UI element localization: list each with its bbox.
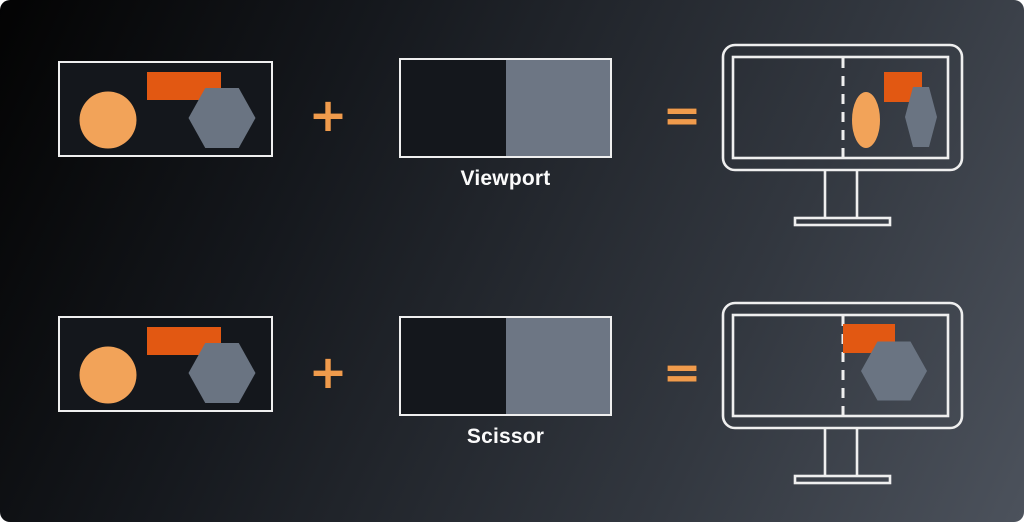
monitor-screen <box>731 313 950 418</box>
scissor-label: Scissor <box>466 425 545 448</box>
scaled-orange-circle-shape <box>852 92 880 148</box>
monitor-screen <box>731 55 950 160</box>
mask-right-half <box>505 60 610 156</box>
scene-box-scissor <box>58 316 273 412</box>
mask-left-half <box>401 318 506 414</box>
equals-operator: = <box>662 88 702 142</box>
clipped-gray-hexagon-shape <box>861 341 927 401</box>
equals-operator: = <box>662 345 702 399</box>
plus-operator: + <box>308 345 348 399</box>
scaled-gray-hexagon-shape <box>905 87 937 147</box>
scene-shapes-icon <box>79 72 256 149</box>
gray-hexagon-shape <box>188 343 256 403</box>
monitor-base <box>793 474 892 485</box>
orange-circle-shape <box>79 91 137 149</box>
scissor-mask-box <box>399 316 612 416</box>
monitor-icon-viewport <box>721 43 964 227</box>
scene-box-viewport <box>58 61 273 157</box>
monitor-icon-scissor <box>721 301 964 485</box>
plus-operator: + <box>308 88 348 142</box>
mask-left-half <box>401 60 506 156</box>
mask-right-half <box>505 318 610 414</box>
viewport-label: Viewport <box>460 167 551 190</box>
monitor-outer-frame <box>721 43 964 172</box>
viewport-mask-box <box>399 58 612 158</box>
scene-shapes-icon <box>79 327 256 404</box>
monitor-outer-frame <box>721 301 964 430</box>
gray-hexagon-shape <box>188 88 256 148</box>
monitor-base <box>793 216 892 227</box>
orange-circle-shape <box>79 346 137 404</box>
